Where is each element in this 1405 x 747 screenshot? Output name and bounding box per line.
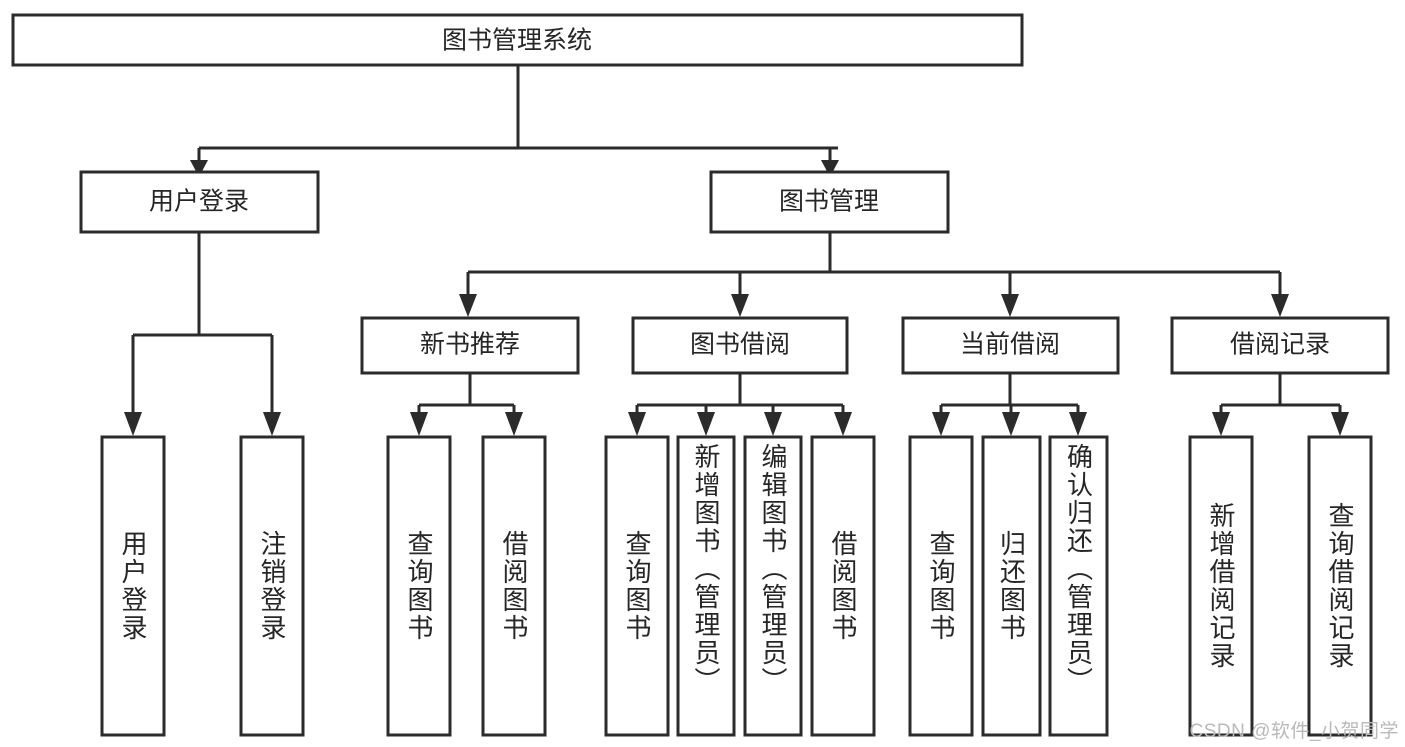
leaf-box-query-book-2[interactable] [604,435,670,737]
leaf-box-confirm-return[interactable] [1048,435,1109,737]
connector-userlogin-to-leaves [124,232,281,436]
leaf-box-user-login[interactable] [100,435,166,737]
connector-bookborrow-to-leaves [628,373,852,436]
connector-currentborrow-to-leaves [932,373,1087,436]
connector-newbook-to-leaves [410,373,523,436]
node-book-manage-label: 图书管理 [779,188,879,216]
leaf-box-add-book[interactable] [676,435,736,737]
leaf-box-borrow-book-1[interactable] [481,435,547,737]
leaf-boxes [100,435,1373,737]
leaf-box-add-record[interactable] [1188,435,1254,737]
leaf-box-edit-book[interactable] [743,435,803,737]
node-user-login-label: 用户登录 [149,188,249,216]
leaf-box-logout[interactable] [239,435,305,737]
node-borrow-record-label: 借阅记录 [1230,331,1330,359]
node-root[interactable]: 图书管理系统 [11,13,1024,67]
node-book-borrow[interactable]: 图书借阅 [631,316,849,375]
node-user-login[interactable]: 用户登录 [79,170,320,234]
leaf-box-query-record[interactable] [1307,435,1373,737]
connector-borrowrecord-to-leaves [1212,373,1349,436]
node-new-book-rec-label: 新书推荐 [420,331,520,359]
node-new-book-rec[interactable]: 新书推荐 [360,316,580,375]
leaf-box-query-book-3[interactable] [908,435,974,737]
node-root-label: 图书管理系统 [442,27,592,55]
node-borrow-record[interactable]: 借阅记录 [1170,316,1390,375]
leaf-box-return-book[interactable] [981,435,1042,737]
node-book-borrow-label: 图书借阅 [690,331,790,359]
node-book-manage[interactable]: 图书管理 [709,170,950,234]
leaf-box-query-book-1[interactable] [386,435,452,737]
node-current-borrow-label: 当前借阅 [960,331,1060,359]
connector-bookmanage-to-level3 [459,232,1289,317]
leaf-box-borrow-book-2[interactable] [810,435,876,737]
connector-root-to-level2 [190,65,839,177]
node-current-borrow[interactable]: 当前借阅 [901,316,1120,375]
